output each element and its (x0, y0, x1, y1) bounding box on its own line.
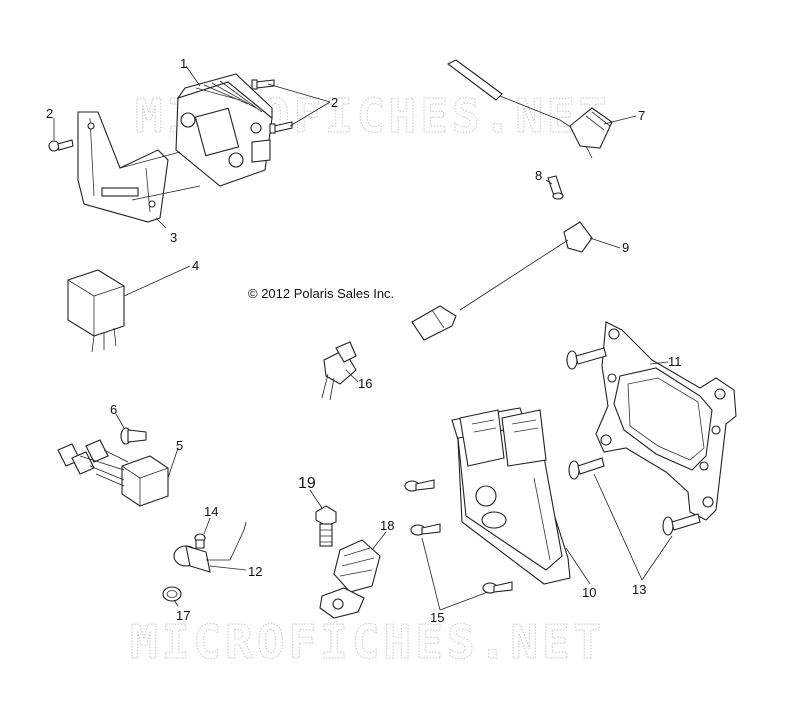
part-sensor-screw (547, 175, 564, 200)
callout-16: 16 (358, 376, 372, 391)
callout-10: 10 (582, 585, 596, 600)
callout-5: 5 (176, 438, 183, 453)
part-ecu-bolt-2 (410, 523, 441, 536)
callout-11: 11 (668, 354, 682, 369)
part-regulator-module (175, 73, 273, 187)
part-bracket-bolt-mid (568, 457, 605, 480)
copyright-text: © 2012 Polaris Sales Inc. (248, 286, 394, 301)
part-bracket-bolt-top (566, 347, 607, 370)
callout-12: 12 (248, 564, 262, 579)
part-push-pin (120, 427, 147, 445)
part-sensor-bolt (194, 533, 206, 549)
callout-2-right: 2 (331, 95, 338, 110)
leader-lines (53, 65, 673, 611)
part-screw-mid (269, 121, 293, 134)
callout-19: 19 (298, 475, 316, 492)
part-screw-left (48, 139, 74, 152)
part-mounting-bracket (77, 111, 201, 223)
callout-3: 3 (170, 230, 177, 245)
part-o-ring (162, 586, 182, 602)
part-small-switch (321, 341, 357, 401)
part-fuse-block (57, 439, 169, 507)
part-ecu-bolt-1 (404, 479, 435, 492)
callout-18: 18 (380, 518, 394, 533)
part-relay (67, 269, 125, 353)
callout-8: 8 (535, 168, 542, 183)
callout-14: 14 (204, 504, 218, 519)
part-ecu (451, 407, 571, 585)
callout-9: 9 (622, 240, 629, 255)
callout-7: 7 (638, 108, 645, 123)
callout-13: 13 (632, 582, 646, 597)
part-bracket-bolt-bottom (662, 513, 701, 536)
callout-17: 17 (176, 608, 190, 623)
part-temperature-sensor (446, 59, 613, 159)
part-ecu-bolt-3 (482, 581, 513, 594)
callout-4: 4 (192, 258, 199, 273)
callout-6: 6 (110, 402, 117, 417)
watermark-bottom: MICROFICHES.NET (130, 615, 605, 669)
part-oxygen-sensor (173, 521, 247, 573)
callout-15: 15 (430, 610, 444, 625)
part-ecu-bracket (595, 321, 737, 521)
callout-2-left: 2 (46, 106, 53, 121)
part-position-sensor (319, 539, 381, 619)
part-hex-bolt (315, 505, 337, 547)
part-speed-sensor (411, 221, 593, 341)
callout-1: 1 (180, 56, 187, 71)
